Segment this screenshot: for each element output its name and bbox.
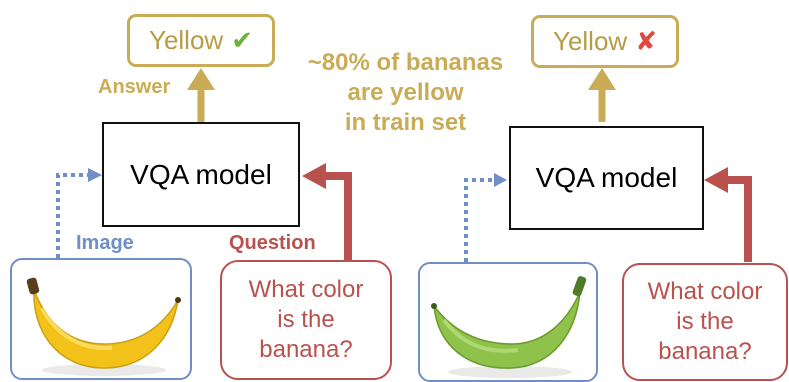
image-box-right: [418, 262, 598, 382]
question-label: Question: [229, 232, 316, 254]
answer-box-right: Yellow ✘: [531, 15, 679, 68]
answer-arrow-right: [588, 68, 616, 122]
vqa-model-box-right: VQA model: [509, 126, 704, 230]
answer-box-left: Yellow ✔: [127, 14, 275, 67]
vqa-model-label-left: VQA model: [130, 158, 272, 190]
image-box-left: [10, 258, 192, 380]
vqa-model-box-left: VQA model: [102, 122, 300, 227]
question-box-right: What color is the banana?: [622, 263, 788, 381]
banana-image-green: [431, 276, 587, 378]
question-arrow-left: [302, 163, 352, 260]
answer-arrow-left: [187, 68, 215, 122]
answer-text-left: Yellow: [148, 25, 224, 55]
vqa-model-label-right: VQA model: [535, 162, 678, 193]
banana-image-yellow: [26, 277, 181, 376]
image-arrow-right: [464, 173, 507, 262]
answer-label: Answer: [98, 76, 171, 98]
dataset-bias-note: ~80% of bananas are yellow in train set: [307, 49, 504, 136]
image-label: Image: [76, 232, 134, 254]
question-arrow-right: [704, 167, 752, 262]
cross-icon: ✘: [635, 26, 657, 56]
answer-text-right: Yellow: [552, 26, 628, 56]
check-icon: ✔: [231, 25, 253, 55]
image-arrow-left: [56, 168, 102, 258]
question-box-left: What color is the banana?: [220, 260, 392, 380]
